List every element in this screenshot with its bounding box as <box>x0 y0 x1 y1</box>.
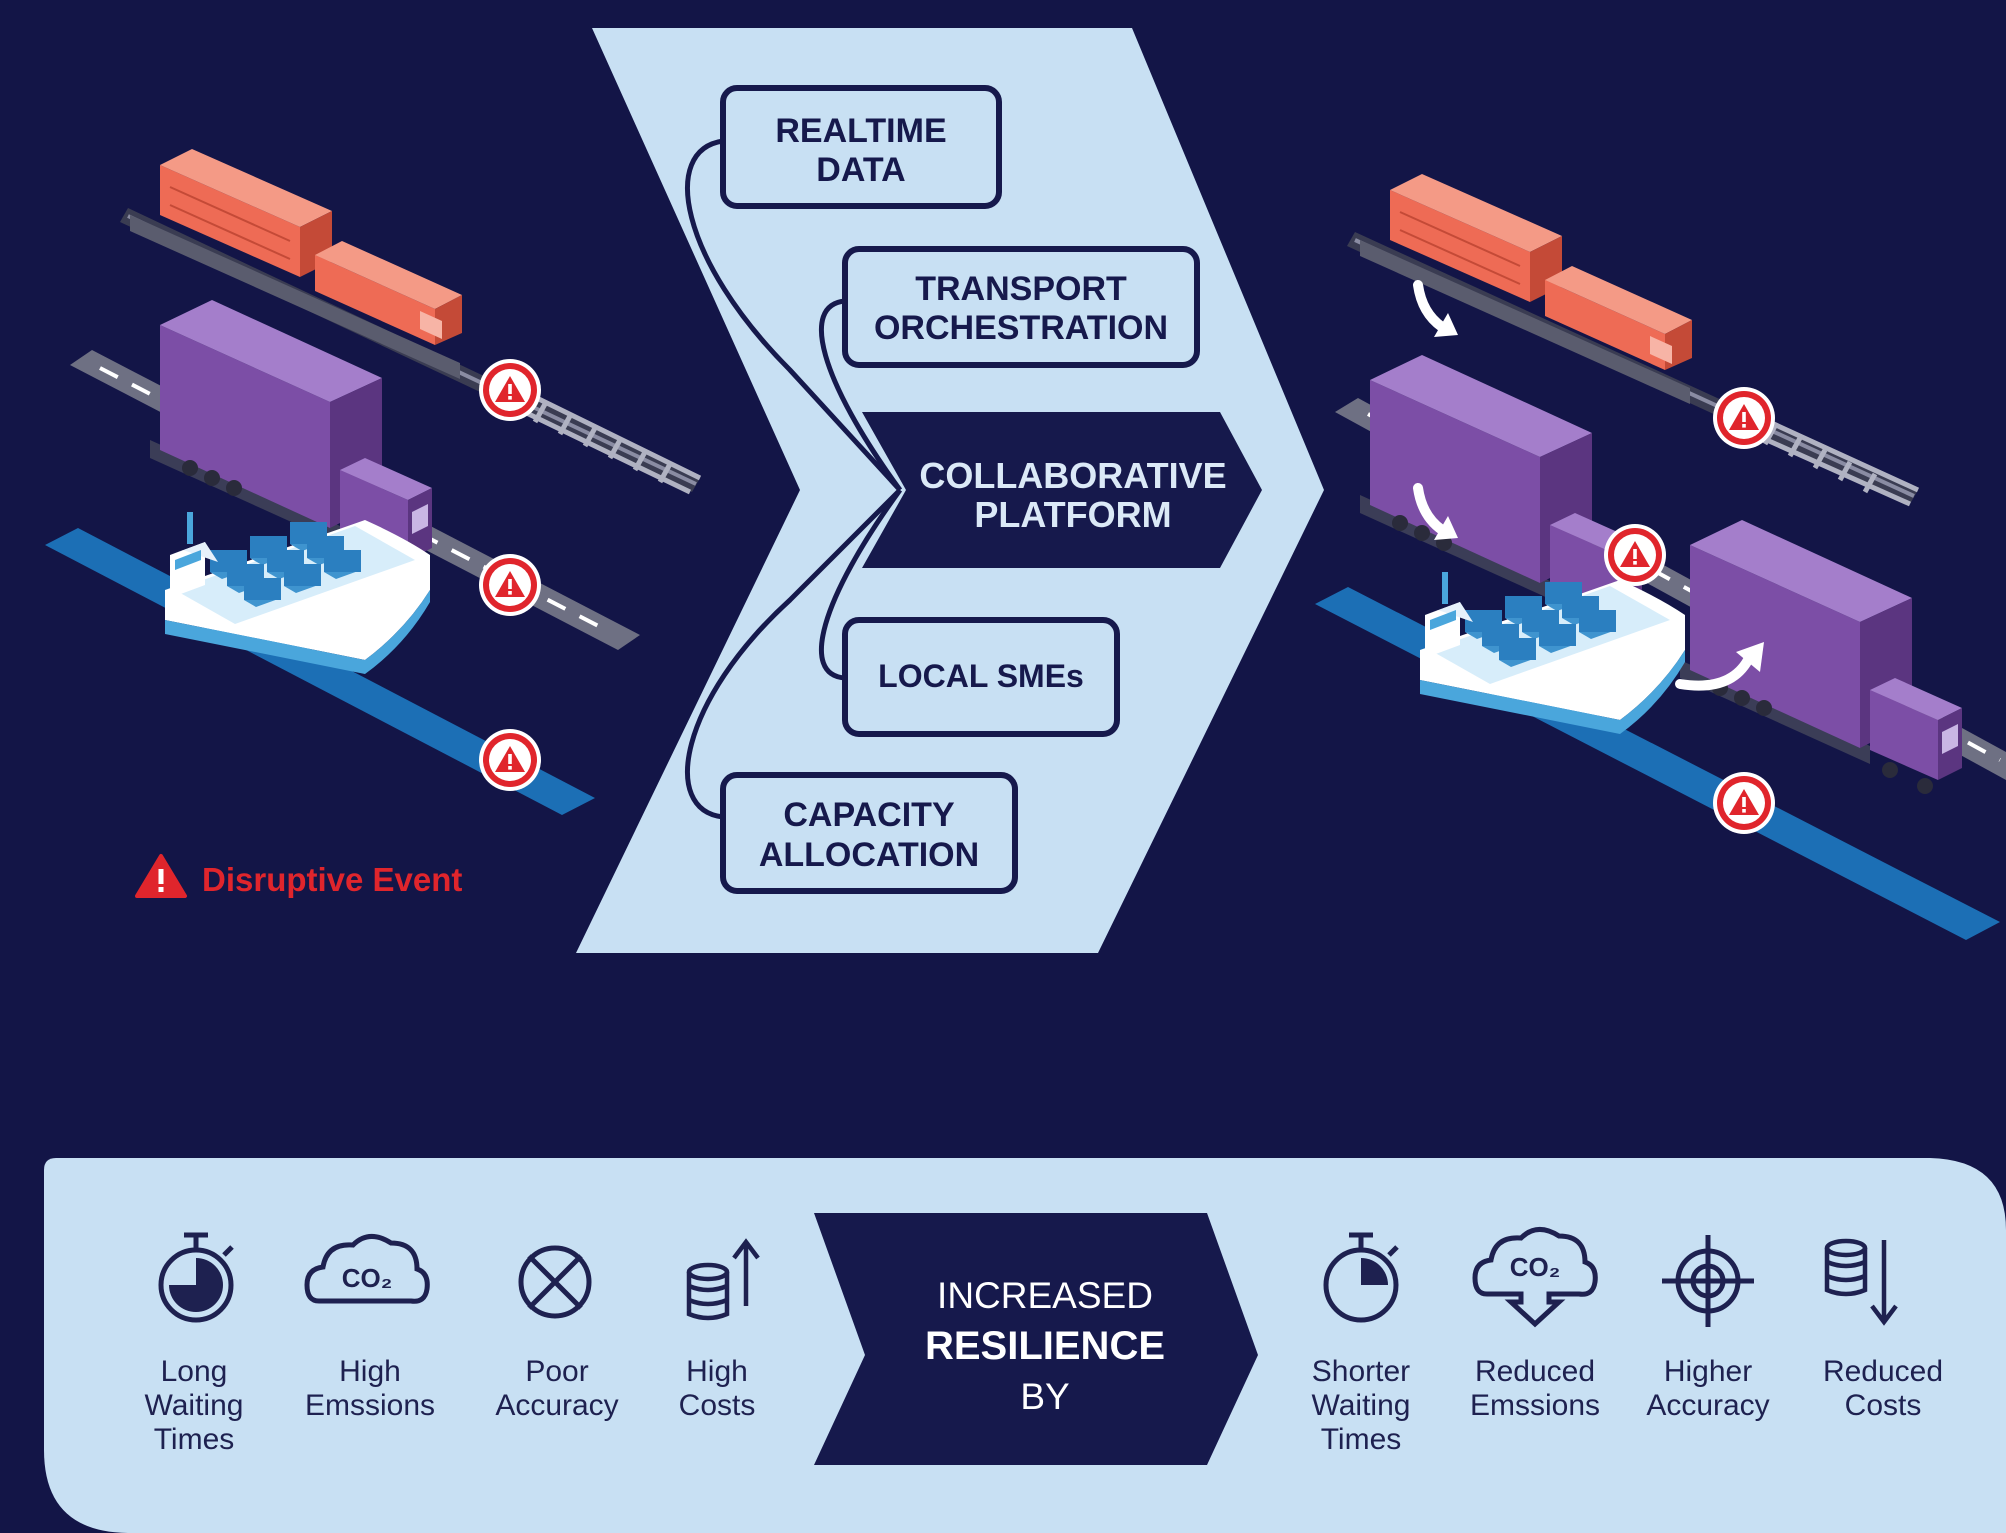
coins-up-icon <box>686 1238 760 1321</box>
collaborative-platform-box <box>862 412 1262 568</box>
node-transport-orchestration: TRANSPORT ORCHESTRATION <box>842 246 1200 368</box>
metric-high-emissions-1: High <box>339 1355 401 1388</box>
container-ship <box>165 512 430 674</box>
resilience-prefix: INCREASED <box>937 1275 1153 1316</box>
node-transport-line2: ORCHESTRATION <box>874 309 1168 347</box>
collaborative-platform-line1: COLLABORATIVE <box>919 455 1226 496</box>
co2-cloud-icon: CO₂ <box>304 1234 430 1304</box>
before-metric-labels: Long Waiting Times High Emssions Poor Ac… <box>145 1355 756 1456</box>
metric-reduced-costs-1: Reduced <box>1823 1355 1943 1388</box>
metric-long-waiting-1: Long <box>161 1355 228 1388</box>
node-transport-line1: TRANSPORT <box>915 270 1127 308</box>
before-scene: Disruptive Event <box>45 148 702 898</box>
crosshair-icon <box>1662 1235 1754 1327</box>
container-ship-right <box>1420 572 1685 734</box>
legend-warning-icon <box>135 854 187 898</box>
crossed-target-icon <box>518 1245 592 1319</box>
node-capacity-line1: CAPACITY <box>783 796 955 834</box>
metric-long-waiting-2: Waiting <box>145 1389 244 1422</box>
metric-reduced-emissions-2: Emssions <box>1470 1389 1600 1422</box>
metric-poor-accuracy-2: Accuracy <box>495 1389 618 1422</box>
metric-higher-accuracy-2: Accuracy <box>1646 1389 1769 1422</box>
metric-poor-accuracy-1: Poor <box>525 1355 588 1388</box>
metric-high-emissions-2: Emssions <box>305 1389 435 1422</box>
co2-label-1: CO₂ <box>342 1263 393 1293</box>
resilience-chevron <box>814 1213 1258 1465</box>
platform-panel: COLLABORATIVE PLATFORM REALTIME DATA TRA… <box>576 28 1324 953</box>
node-local-smes: LOCAL SMEs <box>842 617 1120 737</box>
alert-badge-train <box>479 359 541 421</box>
node-capacity-allocation: CAPACITY ALLOCATION <box>720 772 1018 894</box>
coins-down-icon <box>1824 1238 1898 1326</box>
truck-rerouted <box>1680 520 1962 794</box>
after-scene <box>1315 173 2006 940</box>
metric-shorter-waiting-3: Times <box>1321 1423 1402 1456</box>
collaborative-platform-line2: PLATFORM <box>974 494 1171 535</box>
resilience-emphasis: RESILIENCE <box>925 1324 1165 1368</box>
metric-high-costs-1: High <box>686 1355 748 1388</box>
alert-badge-ship-right <box>1713 772 1775 834</box>
stopwatch-short-icon <box>1323 1232 1399 1323</box>
metric-long-waiting-3: Times <box>154 1423 235 1456</box>
node-capacity-line2: ALLOCATION <box>759 836 979 874</box>
metric-shorter-waiting-2: Waiting <box>1312 1389 1411 1422</box>
co2-label-2: CO₂ <box>1510 1252 1561 1282</box>
stopwatch-icon <box>158 1232 234 1323</box>
alert-badge-ship <box>479 729 541 791</box>
alert-badge-truck-right <box>1604 524 1666 586</box>
alert-badge-train-right <box>1713 387 1775 449</box>
co2-cloud-down-icon: CO₂ <box>1472 1227 1598 1328</box>
metric-shorter-waiting-1: Shorter <box>1312 1355 1410 1388</box>
metric-reduced-emissions-1: Reduced <box>1475 1355 1595 1388</box>
metric-higher-accuracy-1: Higher <box>1664 1355 1752 1388</box>
node-realtime-line1: REALTIME <box>775 112 946 150</box>
reroute-arrow-up <box>1675 642 1764 691</box>
metric-high-costs-2: Costs <box>679 1389 756 1422</box>
metric-reduced-costs-2: Costs <box>1845 1389 1922 1422</box>
node-realtime-data: REALTIME DATA <box>720 85 1002 209</box>
after-metric-labels: Shorter Waiting Times Reduced Emssions H… <box>1312 1355 1944 1456</box>
legend-label: Disruptive Event <box>202 861 462 898</box>
alert-badge-truck <box>479 554 541 616</box>
node-realtime-line2: DATA <box>816 151 905 189</box>
connector-lines <box>685 138 903 820</box>
outcomes-panel: INCREASED RESILIENCE BY CO₂ <box>44 1158 2006 1533</box>
resilience-suffix: BY <box>1020 1376 1069 1417</box>
node-local-smes-line1: LOCAL SMEs <box>878 658 1084 694</box>
